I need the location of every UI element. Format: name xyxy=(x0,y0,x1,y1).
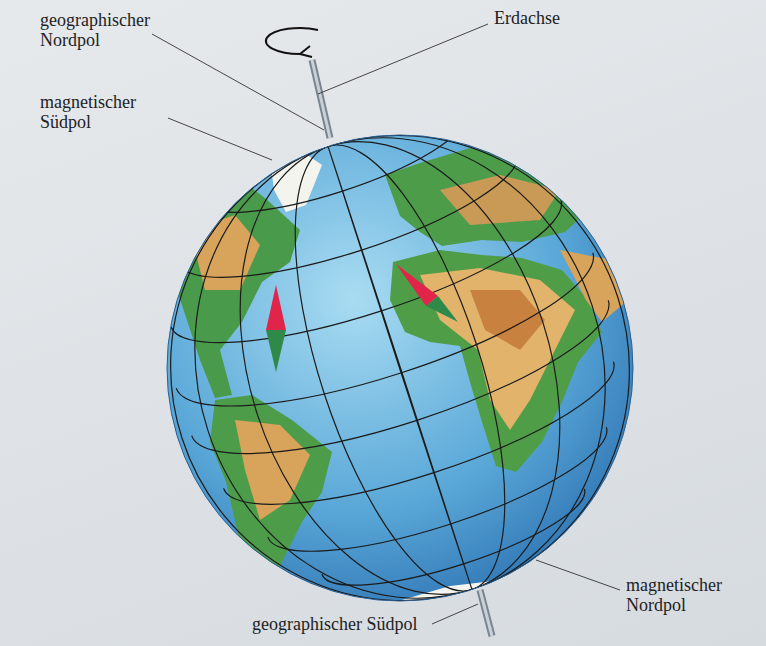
grid-lines xyxy=(110,76,690,646)
label-text: magnetischer Nordpol xyxy=(626,575,756,615)
compass-needle xyxy=(396,264,458,322)
earth-axis xyxy=(312,60,330,138)
label-text: magnetischer Südpol xyxy=(40,92,170,132)
label-text: Erdachse xyxy=(494,8,614,28)
continents xyxy=(160,148,628,618)
leader-lines xyxy=(152,24,620,624)
earth-axis xyxy=(312,60,330,138)
label-text: geographischer Nordpol xyxy=(40,10,180,50)
earth-axis xyxy=(480,590,492,636)
rotation-arrow xyxy=(266,28,318,57)
label-text: geographischer Südpol xyxy=(252,614,452,634)
compass-needle xyxy=(266,285,286,372)
earth-axis xyxy=(480,590,492,636)
